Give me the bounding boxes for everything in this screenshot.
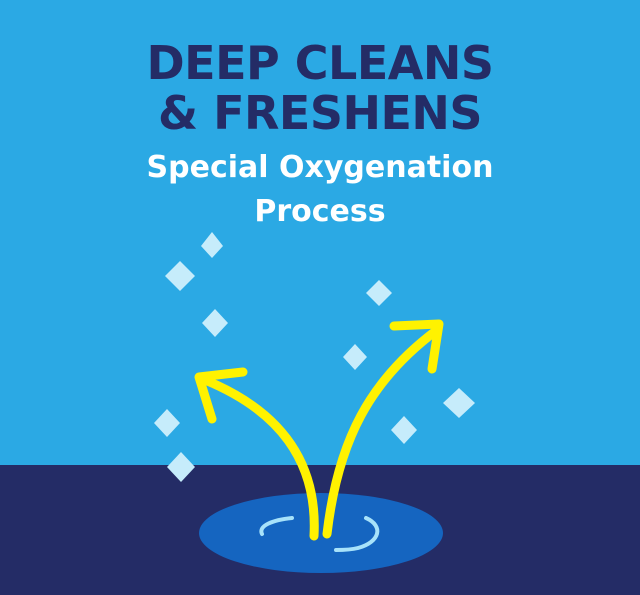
headline-line-1: DEEP CLEANS	[146, 36, 494, 90]
sparkles	[154, 232, 475, 482]
subheadline-line-2: Process	[254, 194, 386, 229]
sparkle-icon	[154, 409, 180, 437]
up-arrow-icon	[194, 367, 319, 541]
sparkle-icon	[202, 309, 228, 337]
up-arrow-icon	[322, 319, 444, 539]
subheadline: Special Oxygenation Process	[0, 146, 640, 234]
subheadline-line-1: Special Oxygenation	[146, 150, 494, 185]
sparkle-icon	[201, 232, 223, 258]
sparkle-icon	[443, 388, 475, 418]
sparkle-icon	[165, 261, 195, 291]
ripple-icon	[259, 516, 380, 552]
sparkle-icon	[167, 452, 195, 482]
headline-line-2: & FRESHENS	[157, 86, 483, 140]
water-puddle	[199, 493, 443, 573]
sparkle-icon	[343, 344, 367, 370]
sparkle-icon	[366, 280, 392, 306]
headline: DEEP CLEANS & FRESHENS	[0, 38, 640, 138]
sparkle-icon	[391, 416, 417, 444]
